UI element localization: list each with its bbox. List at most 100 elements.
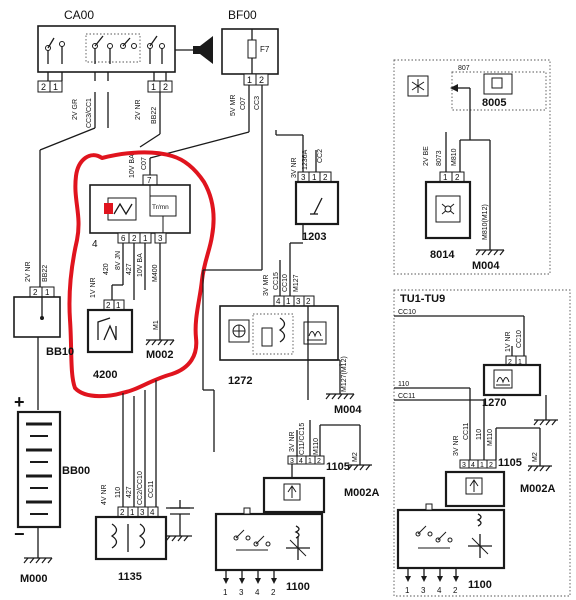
c1100-out-2: 2 [271, 588, 276, 597]
c1135-pin-1: 1 [130, 508, 135, 517]
m002-ground: M1 M002 [145, 320, 175, 361]
wire-110-r2: 110 [476, 429, 483, 440]
wire-ba10v: 10V BA [129, 154, 136, 178]
c4-label: 4 [92, 239, 98, 250]
fan-icon [435, 195, 461, 223]
m000-label: M000 [20, 573, 48, 585]
wire-bb22-a: BB22 [151, 107, 158, 124]
c4-pin-6: 6 [121, 234, 126, 243]
bb10-pin-2: 2 [33, 288, 38, 297]
module-1135: 4V NR 110 427 CC2/CC10 CC11 2 1 3 4 1135 [94, 380, 194, 583]
c1100-out-4: 4 [255, 588, 260, 597]
fan-module-1272: 3V MR CC15 CC10 M127 4 1 3 2 1272 [219, 260, 362, 416]
snowflake-icon [407, 75, 429, 97]
c4-pin-1: 1 [143, 234, 148, 243]
c1135-label: 1135 [118, 571, 142, 583]
wire-cc11: CC11 [148, 481, 155, 498]
ground-icon [527, 465, 552, 472]
c1270-pin-2: 2 [508, 359, 512, 366]
timer-label: Tr/mn [152, 204, 169, 211]
wire-m110: M110 [313, 438, 320, 455]
wire-cc11cc15: CC11/CC15 [299, 423, 306, 460]
thermostat-icon [303, 321, 327, 345]
tu-title: TU1-TU9 [400, 293, 445, 305]
battery-bb: 2V NR BB22 2 1 BB10 + BB00 − [13, 261, 90, 585]
ca00-output-wires: 2V GR CC3/CC1 2V NR BB22 [39, 72, 161, 287]
c1100-out-1: 1 [223, 588, 228, 597]
wire-cc2cc10: CC2/CC10 [137, 471, 144, 505]
c1100r-out-1: 1 [405, 586, 410, 595]
c8014-label: 8014 [430, 249, 455, 261]
switch-1203: 3V NR 1236A CC2 3 1 2 1203 [275, 130, 340, 243]
c1135-pin-3: 3 [140, 508, 145, 517]
battery-icon [16, 410, 62, 529]
relay-icon [261, 317, 286, 347]
c1100r-out-3: 3 [421, 586, 426, 595]
c1105-pin-1: 1 [308, 458, 312, 465]
switch-icon [415, 525, 453, 549]
wire-cc10: CC10 [282, 274, 289, 292]
c1272-pin-4: 4 [276, 297, 281, 306]
wire-427-b: 427 [126, 486, 133, 498]
wire-cc11-r2: CC11 [463, 423, 470, 440]
wire-nr1v-r: 1V NR [505, 331, 512, 352]
c1100-r-label: 1100 [468, 579, 492, 591]
c1105-pin-4: 4 [299, 458, 303, 465]
bf00-fuse-box: BF00 F7 1 2 5V MR C07 CC3 [149, 8, 279, 270]
bf00-label: BF00 [228, 8, 257, 22]
m004-r-label: M004 [472, 260, 500, 272]
bb10-pin-1: 1 [45, 288, 50, 297]
ground-icon [145, 339, 175, 346]
c4200-pin-2: 2 [106, 301, 111, 310]
bf00-pin-2: 2 [259, 75, 264, 85]
wire-8073: 8073 [436, 150, 443, 166]
c8005-label: 8005 [482, 97, 506, 109]
wire-mr5v: 5V MR [230, 95, 237, 116]
switch-icon [310, 197, 323, 215]
c1100-label: 1100 [286, 581, 310, 593]
ground-icon [165, 535, 192, 542]
wire-m2: M2 [352, 452, 359, 462]
wire-nr3v-r: 3V NR [453, 435, 460, 456]
c4-output-wires: 8V JN 420 427 10V BA M400 [103, 243, 161, 330]
c1272-pin-3: 3 [296, 297, 301, 306]
c1203-pin-2: 2 [323, 173, 328, 182]
wire-m127m12: M127(M12) [341, 356, 348, 392]
c4200-pin-1: 1 [116, 301, 121, 310]
c1105-label: 1105 [326, 461, 350, 473]
wire-be2v: 2V BE [423, 146, 430, 166]
capacitor-icon [166, 500, 194, 536]
c4200-label: 4200 [93, 369, 117, 381]
wire-mr3v: 3V MR [263, 275, 270, 296]
horn-icon [175, 36, 213, 64]
c1135-pin-4: 4 [150, 508, 155, 517]
timer-relay-4: 10V BA C07 7 Tr/mn 4 6 2 1 3 [89, 154, 191, 250]
wire-m810: M810 [451, 148, 458, 166]
wire-cc3cc1: CC3/CC1 [86, 98, 93, 128]
relay-icon [104, 197, 137, 221]
c1105r-pin-1: 1 [480, 462, 484, 469]
wire-110-r: 110 [398, 381, 409, 388]
ca00-pin-r1: 1 [151, 82, 156, 92]
red-highlight-outline [67, 150, 216, 399]
wire-nr3v-b: 3V NR [289, 431, 296, 452]
c4-pin-7: 7 [147, 176, 152, 185]
wire-m110-r: M110 [487, 429, 494, 446]
wire-nr3v: 3V NR [291, 157, 298, 178]
wire-m2-r: M2 [532, 452, 539, 462]
ground-icon [325, 393, 355, 400]
c1105r-pin-4: 4 [471, 462, 475, 469]
relay-icon [465, 477, 483, 495]
wire-nr8v-jn: 8V JN [115, 251, 122, 270]
switch-icon [97, 317, 117, 341]
fan-icon [468, 534, 492, 558]
ground-icon [533, 419, 558, 426]
wire-cc11-r: CC11 [398, 393, 415, 400]
c1105r-pin-3: 3 [462, 462, 466, 469]
wire-nr2v-b: 2V NR [25, 261, 32, 282]
wire-420: 420 [103, 263, 110, 275]
ca00-pin-l1: 2 [41, 82, 46, 92]
wire-m810m12: M810(M12) [482, 204, 489, 240]
c1270-label: 1270 [482, 397, 506, 409]
